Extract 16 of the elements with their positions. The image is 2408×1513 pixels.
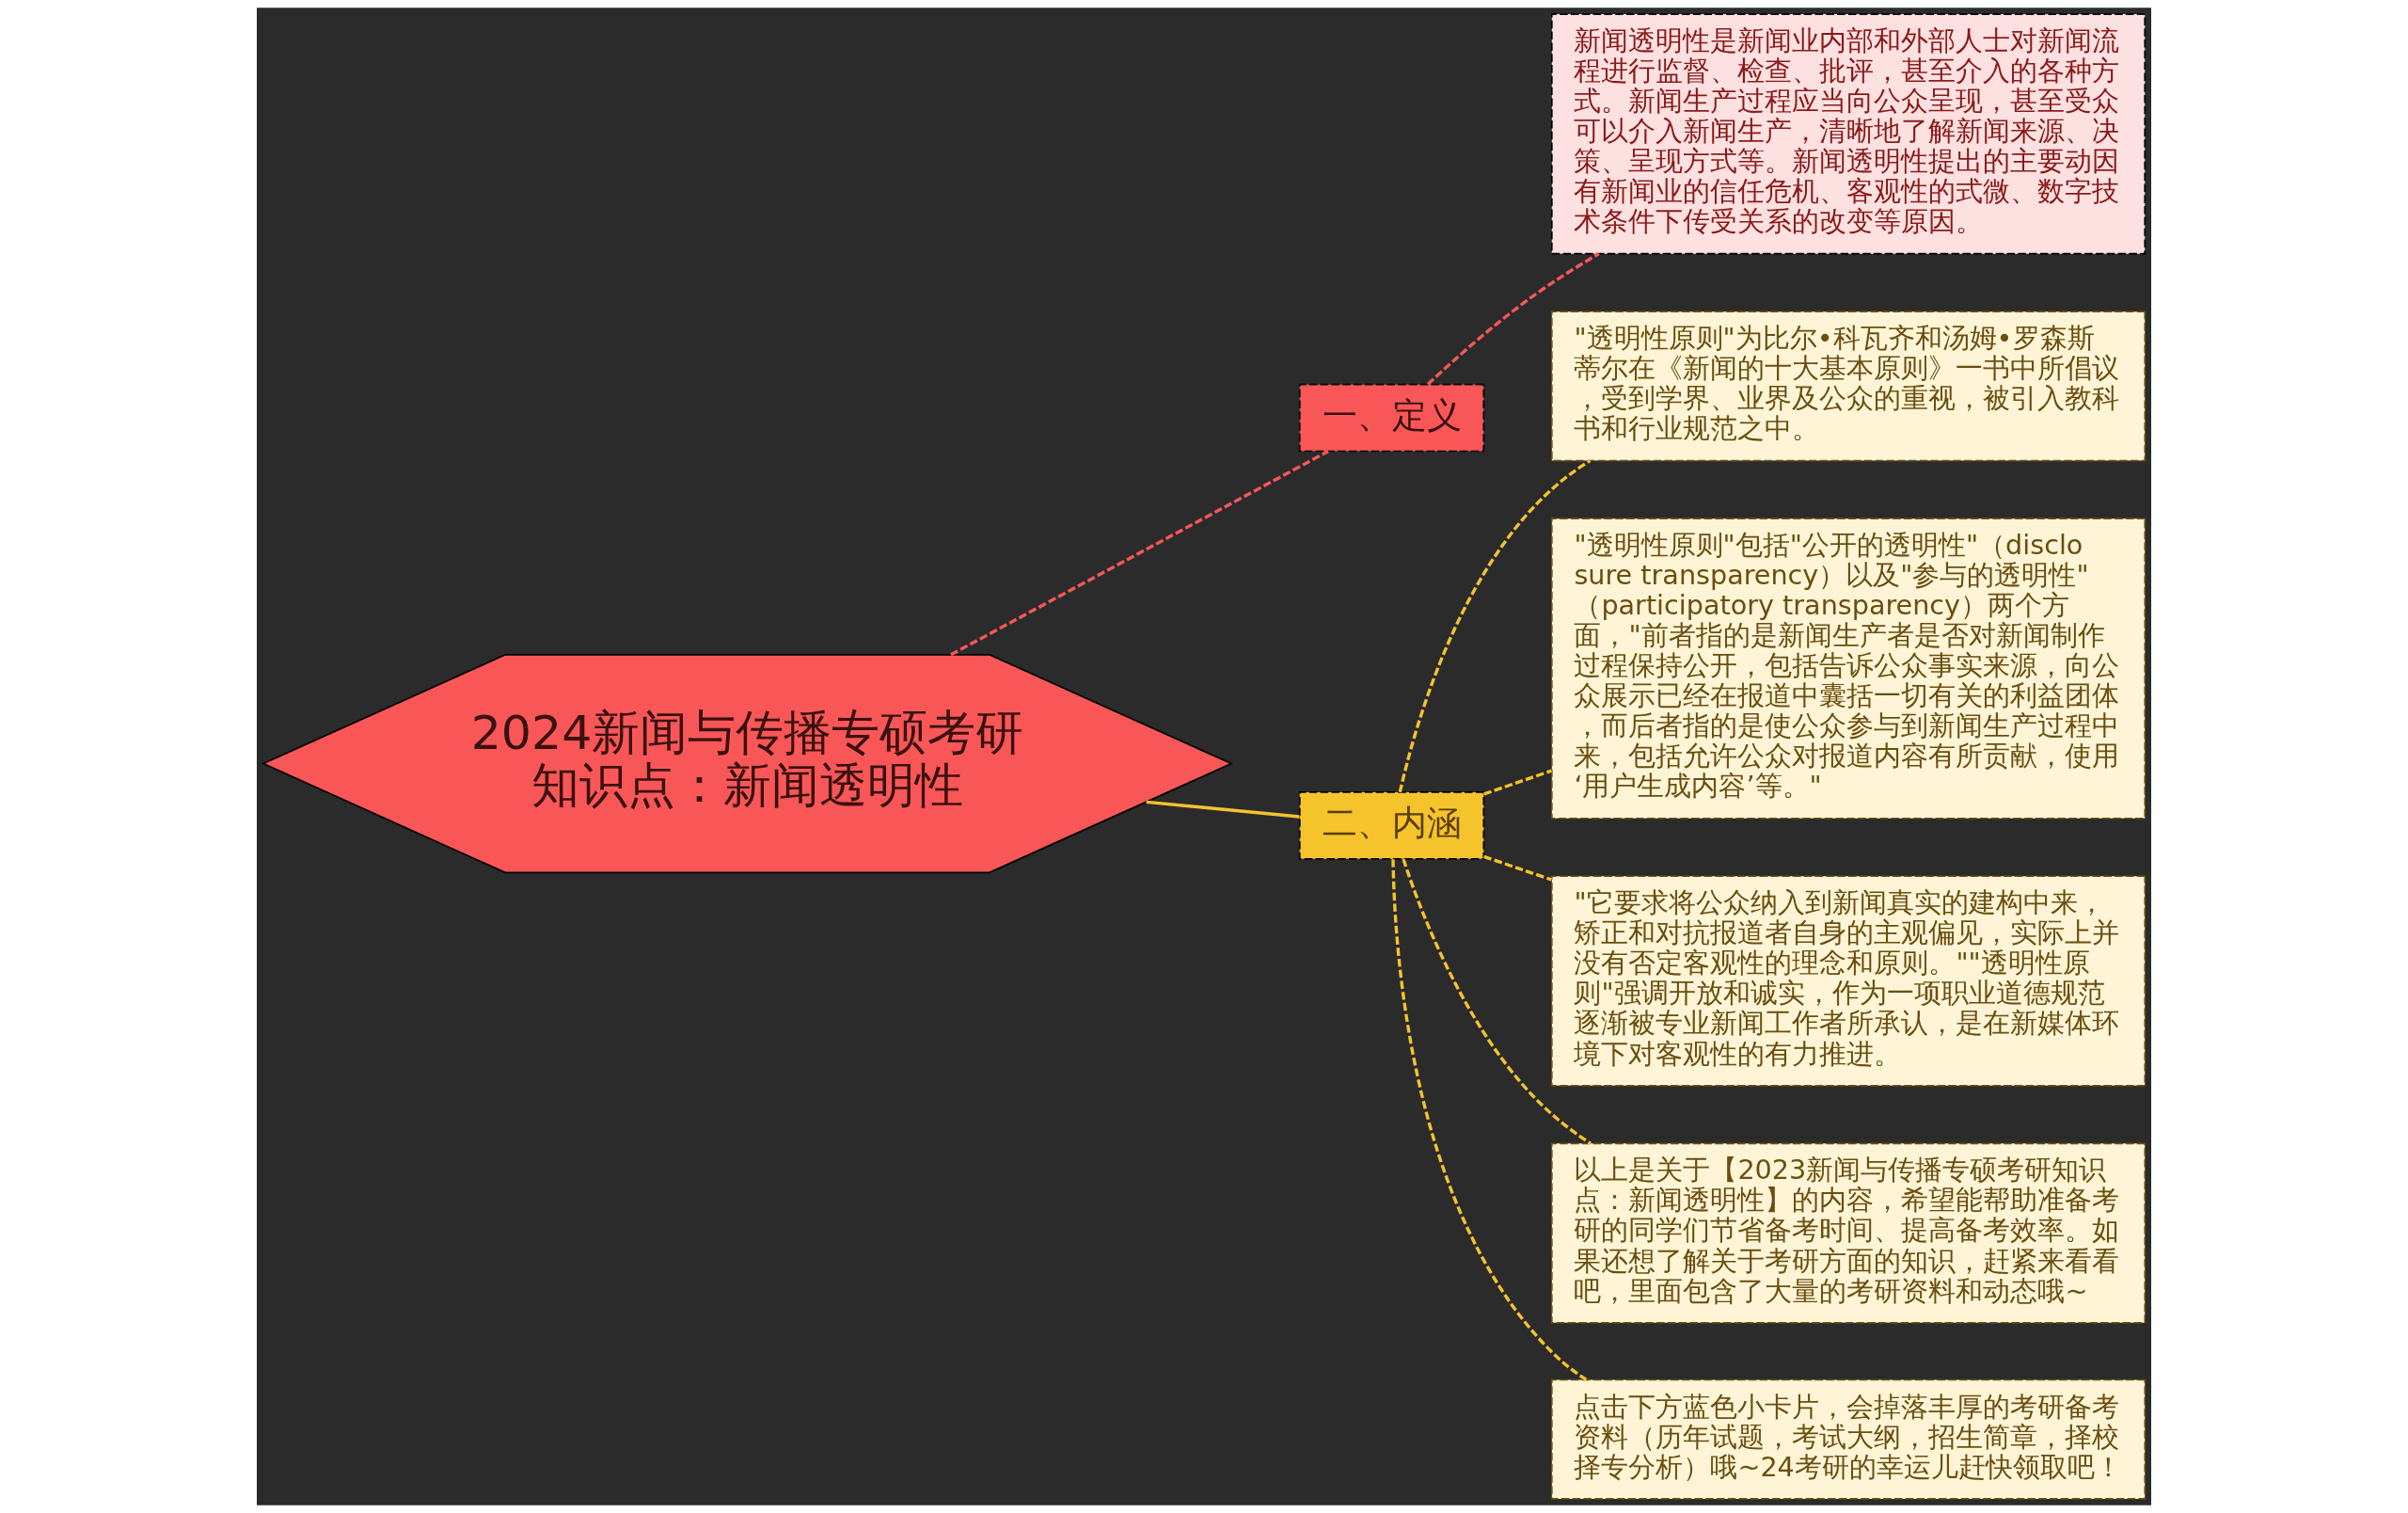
connector [1391, 859, 1588, 1381]
connector [1483, 769, 1552, 796]
node-box: 一、定义 [1298, 383, 1485, 453]
connector [1398, 459, 1592, 793]
node-box: 二、内涵 [1298, 791, 1485, 860]
node-box: 新闻透明性是新闻业内部和外部人士对新闻流程进行监督、检查、批评，甚至介入的各种方式。新闻生产过程应当向公众呈现，甚至受众可以介入新闻生产，清晰地了解新闻来源、决策、呈现方式等。新闻透明性提出的主要动因有新闻业的信任危机、客观性的式微、数字技术条件下传受关系的改变等原因。 [1550, 13, 2147, 255]
node-box: "透明性原则"包括"公开的透明性"（disclosure transparency）以及"参与的透明性"（participatory transparency）两个方面，"前者指的是新闻生产者是否对新闻制作过程保持公开，包括告诉公众事实来源，向公众展示已经在报道中囊括一切有关的利益团体，而后者指的是使公众参与到新闻生产过程中来，包括允许公众对报道内容有所贡献，使用‘用户生成内容’等。" [1550, 518, 2147, 820]
connector [950, 450, 1329, 657]
connector [1483, 854, 1552, 882]
node-box: 以上是关于【2023新闻与传播专硕考研知识点：新闻透明性】的内容，希望能帮助准备考研的同学们节省备考时间、提高备考效率。如果还想了解关于考研方面的知识，赶紧来看看吧，里面包含了大量的考研资料和动态哦~ [1550, 1142, 2147, 1324]
node-box: "它要求将公众纳入到新闻真实的建构中来，矫正和对抗报道者自身的主观偏见，实际上并没有否定客观性的理念和原则。""透明性原则"强调开放和诚实，作为一项职业道德规范逐渐被专业新闻工作者所承认，是在新媒体环境下对客观性的有力推进。 [1550, 875, 2147, 1087]
node-box: 点击下方蓝色小卡片，会掉落丰厚的考研备考资料（历年试题，考试大纲，招生简章，择校择专分析）哦~24考研的幸运儿赶快领取吧！ [1550, 1378, 2147, 1500]
connector [1146, 800, 1300, 819]
connector [1402, 858, 1592, 1145]
connector [1426, 252, 1600, 386]
node-box: "透明性原则"为比尔•科瓦齐和汤姆•罗森斯蒂尔在《新闻的十大基本原则》一书中所倡议，受到学界、业界及公众的重视，被引入教科书和行业规范之中。 [1550, 311, 2147, 462]
